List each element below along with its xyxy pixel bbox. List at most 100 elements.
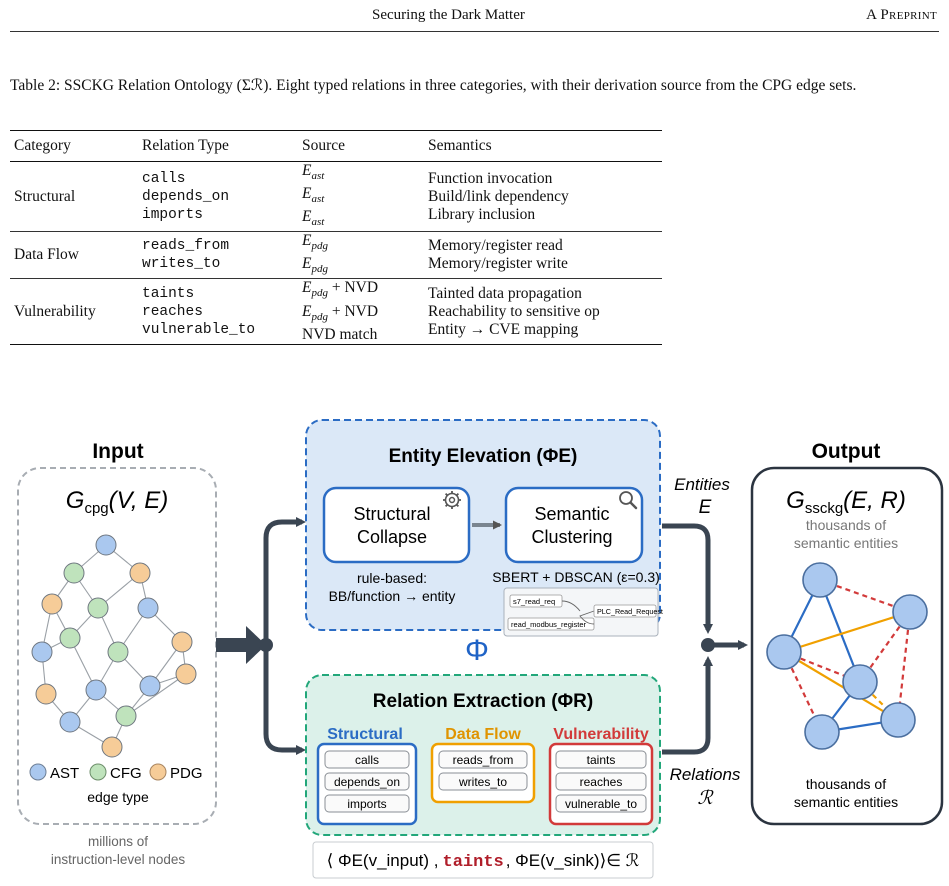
formula-mid: taints (443, 853, 504, 872)
semantics-text: Function invocation (428, 169, 553, 187)
table-header-row: Category Relation Type Source Semantics (10, 130, 662, 162)
clustering-note: SBERT + DBSCAN (ε=0.3) (492, 569, 660, 585)
relation-pills: callsdepends_onimportsreads_fromwrites_t… (324, 750, 647, 813)
gear-icon (443, 491, 461, 509)
page-header: Securing the Dark Matter A Preprint (0, 0, 949, 34)
cpg-node (137, 597, 159, 619)
relations-arrow (662, 656, 713, 755)
kg-node (804, 714, 840, 750)
relation-pill-label: vulnerable_to (565, 797, 637, 811)
input-footnote-2: instruction-level nodes (51, 852, 186, 867)
magnifier-icon (619, 491, 638, 510)
source-value: East (302, 162, 325, 183)
relations-label-1: Relations (670, 765, 741, 784)
legend-ast-label: AST (50, 765, 79, 782)
output-top-1: thousands of (806, 517, 886, 533)
relation-pill-label: writes_to (458, 775, 507, 789)
relation-pill (324, 772, 410, 791)
source-value: Epdg (302, 232, 328, 253)
cpg-node (139, 675, 161, 697)
cpg-node (95, 534, 117, 556)
relation-pill (555, 772, 647, 791)
source-value: Epdg + NVD (302, 302, 379, 323)
cpg-node (59, 711, 81, 733)
ontology-table: Category Relation Type Source Semantics … (10, 130, 662, 345)
legend-cfg-swatch (89, 763, 107, 781)
collapse-note-2: BB/function → entity (329, 588, 456, 604)
output-bottom-2: semantic entities (794, 794, 898, 810)
kg-edge (818, 579, 862, 683)
header-rule (10, 31, 939, 32)
kg-edge (783, 610, 911, 654)
cpg-node (101, 736, 123, 758)
relation-name: depends_on (142, 188, 230, 205)
legend-pdg-swatch (149, 763, 167, 781)
input-footnote-1: millions of (88, 834, 148, 849)
semantics-text: Memory/register read (428, 237, 563, 255)
output-graph-label: Gssckg(E, R) (786, 487, 906, 517)
cpg-node (87, 597, 109, 619)
source-value: East (302, 208, 325, 229)
mini-input-2: read_modbus_register (511, 620, 587, 629)
source-value: NVD match (302, 325, 378, 343)
structural-collapse-line2: Collapse (357, 527, 427, 547)
vulnerability-title: Vulnerability (553, 726, 649, 743)
kg-node (892, 594, 928, 630)
structural-title: Structural (327, 726, 403, 743)
col-source: Source (298, 130, 424, 162)
legend-pdg-label: PDG (170, 765, 203, 782)
relation-extraction-title: Relation Extraction (ΦR) (373, 691, 593, 712)
legend-caption: edge type (87, 789, 149, 805)
arrow-to-elevation (263, 517, 306, 645)
kg-edge (783, 651, 899, 721)
relations-label-2: ℛ (697, 788, 714, 809)
col-relation-type: Relation Type (138, 130, 298, 162)
collapse-note-1: rule-based: (357, 570, 427, 586)
entities-label-2: E (699, 497, 712, 518)
kg-node (802, 562, 838, 598)
relation-pill-label: reaches (580, 775, 623, 789)
cpg-node (59, 627, 81, 649)
clustering-example: s7_read_req read_modbus_register PLC_Rea… (503, 587, 663, 637)
relation-name: calls (142, 170, 186, 187)
semantics-text: Library inclusion (428, 205, 536, 223)
cpg-graph (31, 534, 197, 758)
kg-edge (896, 611, 912, 721)
relation-pill (555, 794, 647, 813)
output-title: Output (812, 440, 881, 463)
formula: ⟨ ΦE(v_input) ,taints, ΦE(v_sink)⟩∈ ℛ (327, 851, 640, 872)
category-cell: Vulnerability (10, 278, 138, 345)
cpg-node (107, 641, 129, 663)
structural-collapse-box (322, 486, 471, 564)
kg-edge (819, 578, 911, 614)
relation-pill (555, 750, 647, 769)
cpg-node (115, 705, 137, 727)
input-title: Input (92, 440, 143, 463)
entity-elevation-title: Entity Elevation (ΦE) (389, 446, 578, 467)
output-top-2: semantic entities (794, 535, 898, 551)
cpg-node (171, 631, 193, 653)
input-arrow (216, 626, 266, 664)
table-caption: Table 2: SSCKG Relation Ontology (Σℛ). E… (10, 77, 857, 94)
relation-pill-label: depends_on (334, 775, 400, 789)
formula-box (312, 841, 654, 879)
phi-symbol: Φ (465, 634, 489, 667)
formula-right: , ΦE(v_sink)⟩∈ ℛ (506, 851, 640, 870)
semantics-text: Memory/register write (428, 255, 568, 273)
relation-pill-label: calls (355, 753, 379, 767)
semantic-clustering-line2: Clustering (531, 527, 612, 547)
relation-pill (324, 750, 410, 769)
source-value: Epdg + NVD (302, 279, 379, 300)
semantic-clustering-line1: Semantic (534, 504, 609, 524)
relation-pill (438, 772, 528, 791)
semantics-text: Entity → CVE mapping (428, 320, 579, 338)
relation-name: vulnerable_to (142, 321, 256, 338)
